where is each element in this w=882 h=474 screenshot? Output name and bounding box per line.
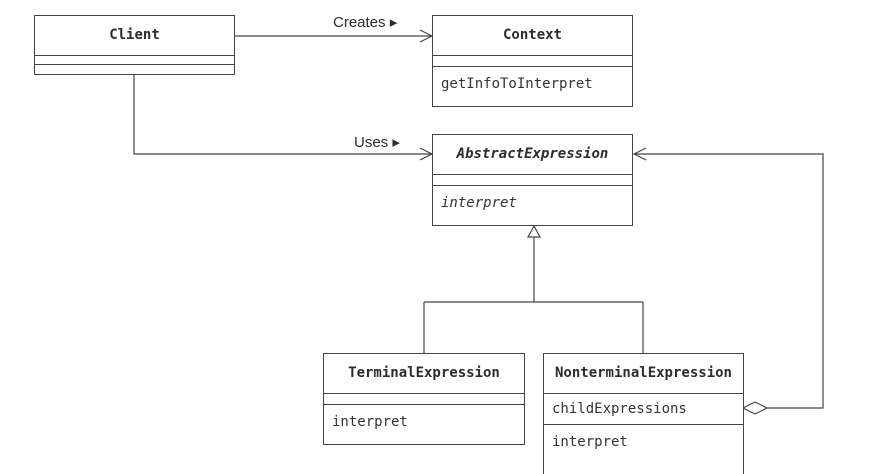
context-class-name: Context [433, 16, 632, 56]
abstract-expression-class: AbstractExpression interpret [432, 134, 633, 226]
generalization-triangle [526, 224, 542, 238]
terminal-expression-class: TerminalExpression interpret [323, 353, 525, 445]
context-attributes-section [433, 56, 632, 67]
client-class: Client [34, 15, 235, 75]
uses-association-line [133, 75, 432, 155]
nonterminal-expression-operation: interpret [552, 434, 628, 450]
nonterminal-expression-class: NonterminalExpression childExpressions i… [543, 353, 744, 474]
terminal-expression-operation: interpret [332, 414, 408, 430]
abstract-expression-attributes-section [433, 175, 632, 186]
creates-label: Creates ▸ [333, 14, 398, 31]
abstract-expression-operation: interpret [441, 195, 517, 211]
client-operations-section [35, 65, 234, 74]
context-operation: getInfoToInterpret [441, 76, 593, 92]
nonterminal-expression-class-name: NonterminalExpression [544, 354, 743, 394]
client-attributes-section [35, 56, 234, 65]
client-class-name: Client [35, 16, 234, 56]
aggregation-line [634, 153, 824, 409]
abstract-expression-class-name: AbstractExpression [433, 135, 632, 175]
uses-label: Uses ▸ [354, 134, 400, 151]
terminal-expression-class-name: TerminalExpression [324, 354, 524, 394]
aggregation-diamond [741, 401, 769, 415]
terminal-expression-attributes-section [324, 394, 524, 405]
context-class: Context getInfoToInterpret [432, 15, 633, 107]
aggregation-arrowhead [632, 147, 647, 161]
nonterminal-expression-field: childExpressions [544, 394, 743, 425]
